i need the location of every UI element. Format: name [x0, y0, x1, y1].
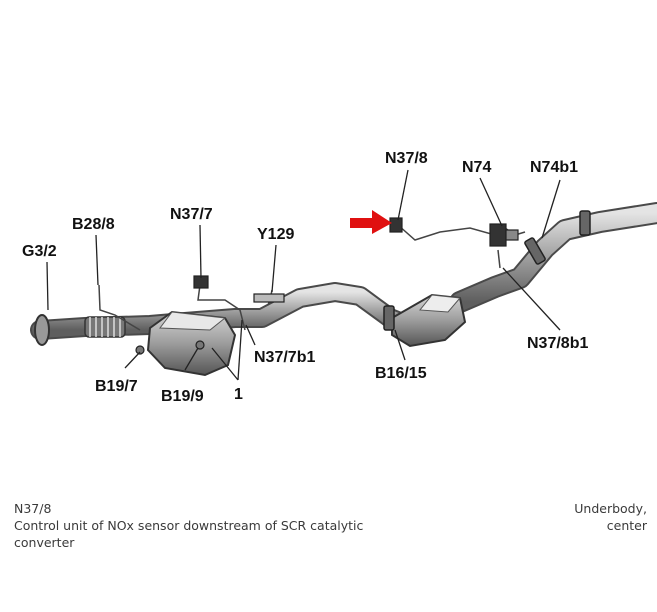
label-y129: Y129 — [257, 226, 294, 243]
label-n37-8b1: N37/8b1 — [527, 335, 588, 352]
component-caption: N37/8 Control unit of NOx sensor downstr… — [14, 500, 484, 551]
exhaust-pipe — [30, 202, 657, 340]
label-n37-7b1: N37/7b1 — [254, 349, 315, 366]
clamps — [383, 210, 591, 331]
label-n37-8: N37/8 — [385, 150, 428, 167]
label-b19-9: B19/9 — [161, 388, 204, 405]
pointer-arrow-icon — [350, 210, 392, 234]
label-g3-2: G3/2 — [22, 243, 57, 260]
sensor-parts — [135, 217, 519, 355]
inlet-flange — [34, 314, 50, 346]
catalytic-converter-front — [146, 310, 237, 377]
label-1: 1 — [234, 386, 243, 403]
label-n74b1: N74b1 — [530, 159, 578, 176]
leader-lines — [46, 169, 561, 381]
label-n74: N74 — [462, 159, 491, 176]
location-caption: Underbody, center — [487, 500, 647, 534]
label-b28-8: B28/8 — [72, 216, 115, 233]
location-line-1: Underbody, — [574, 501, 647, 516]
label-n37-7: N37/7 — [170, 206, 213, 223]
flex-section — [84, 316, 126, 338]
location-line-2: center — [606, 518, 647, 533]
exhaust-system-diagram: G3/2 B28/8 N37/7 Y129 N37/8 N74 N74b1 N3… — [22, 150, 657, 405]
label-b19-7: B19/7 — [95, 378, 138, 395]
component-description-cont: converter — [14, 535, 75, 550]
scr-catalytic-converter — [391, 293, 467, 348]
component-code: N37/8 — [14, 501, 52, 516]
label-b16-15: B16/15 — [375, 365, 427, 382]
labels: G3/2 B28/8 N37/7 Y129 N37/8 N74 N74b1 N3… — [22, 150, 588, 405]
component-description: Control unit of NOx sensor downstream of… — [14, 518, 364, 533]
